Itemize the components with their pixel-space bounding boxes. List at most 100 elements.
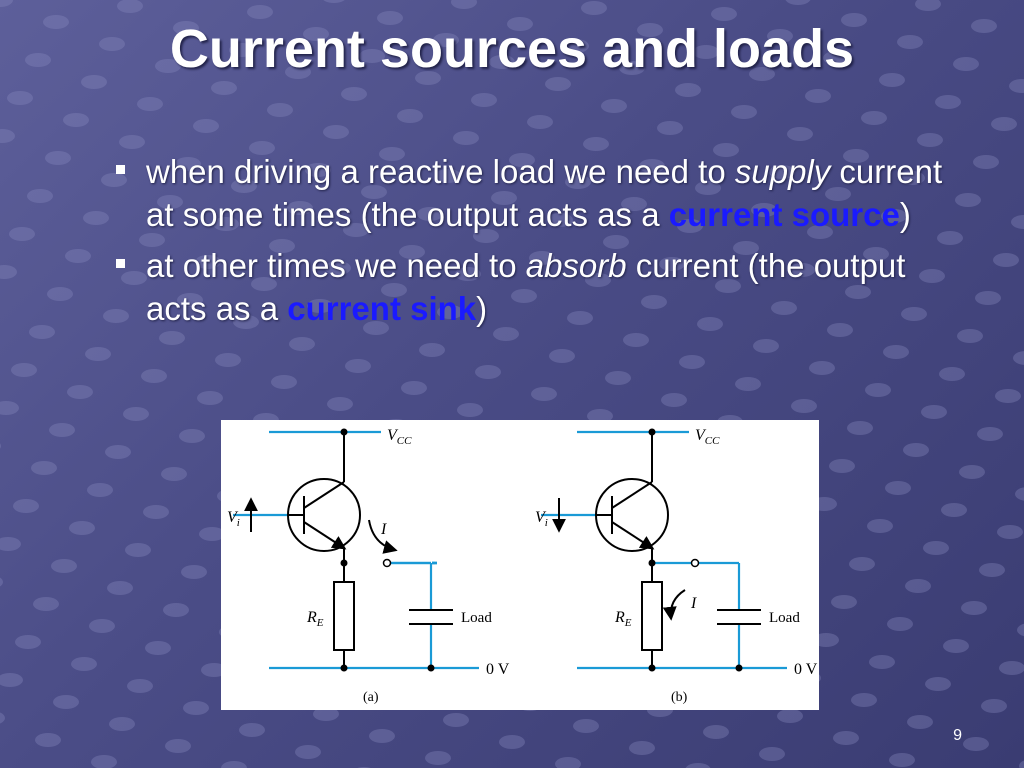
background-dot xyxy=(937,231,963,245)
vcc-label: V xyxy=(695,427,707,444)
background-dot xyxy=(785,0,811,5)
background-dot xyxy=(159,331,185,345)
background-dot xyxy=(507,17,533,31)
background-dot xyxy=(767,29,793,43)
background-dot xyxy=(829,459,855,473)
background-dot xyxy=(549,349,575,363)
background-dot xyxy=(377,11,403,25)
background-dot xyxy=(103,309,129,323)
background-dot xyxy=(0,577,3,587)
background-dot xyxy=(601,99,627,113)
svg-text:RE: RE xyxy=(614,609,632,629)
background-dot xyxy=(787,127,813,141)
background-dot xyxy=(443,713,469,727)
background-dot xyxy=(751,203,777,217)
background-dot xyxy=(101,173,127,187)
background-dot xyxy=(885,481,911,495)
background-dot xyxy=(233,315,259,329)
background-dot xyxy=(65,249,91,263)
background-dot xyxy=(491,191,517,205)
background-dot xyxy=(435,169,461,183)
background-dot xyxy=(807,225,833,239)
background-dot xyxy=(69,521,95,535)
background-dot xyxy=(979,563,1005,577)
re-label: R xyxy=(306,609,317,626)
background-dot xyxy=(851,693,877,707)
background-dot xyxy=(881,209,907,223)
background-dot xyxy=(731,105,757,119)
background-dot xyxy=(921,405,947,419)
background-dot xyxy=(605,371,631,385)
background-dot xyxy=(915,0,941,11)
background-dot xyxy=(883,345,909,359)
background-dot xyxy=(127,679,153,693)
background-dot xyxy=(777,709,803,723)
background-dot xyxy=(499,735,525,749)
background-dot xyxy=(27,189,53,203)
background-dot xyxy=(825,187,851,201)
bullet-text: ) xyxy=(476,290,488,327)
background-dot xyxy=(163,603,189,617)
background-dot xyxy=(661,393,687,407)
background-dot xyxy=(735,377,761,391)
ground-label: 0 V xyxy=(794,661,818,678)
background-dot xyxy=(161,467,187,481)
background-dot xyxy=(545,77,571,91)
background-dot xyxy=(197,391,223,405)
background-dot xyxy=(87,483,113,497)
background-dot xyxy=(105,445,131,459)
background-dot xyxy=(85,347,111,361)
background-dot xyxy=(659,257,685,271)
background-dot xyxy=(1009,79,1024,93)
background-dot xyxy=(639,159,665,173)
bullet-item-supply: when driving a reactive load we need to … xyxy=(112,150,962,236)
background-dot xyxy=(211,81,237,95)
background-dot xyxy=(0,401,19,415)
background-dot xyxy=(641,295,667,309)
background-dot xyxy=(323,125,349,139)
background-dot xyxy=(971,19,997,33)
bullet-text: ) xyxy=(899,196,911,233)
background-dot xyxy=(221,761,247,768)
vi-subscript: i xyxy=(545,517,548,529)
background-dot xyxy=(473,229,499,243)
background-dot xyxy=(753,339,779,353)
page-number: 9 xyxy=(953,727,962,744)
background-dot xyxy=(903,443,929,457)
background-dot xyxy=(343,223,369,237)
background-dot xyxy=(841,13,867,27)
current-label: I xyxy=(380,521,387,538)
background-dot xyxy=(155,59,181,73)
background-dot xyxy=(303,27,329,41)
background-dot xyxy=(603,235,629,249)
background-dot xyxy=(47,287,73,301)
background-dot xyxy=(675,83,701,97)
bullet-item-absorb: at other times we need to absorb current… xyxy=(112,244,962,330)
background-dot xyxy=(585,273,611,287)
background-dot xyxy=(843,149,869,163)
svg-text:Vi: Vi xyxy=(535,509,548,529)
background-dot xyxy=(35,733,61,747)
background-dot xyxy=(125,543,151,557)
bullet-text: at other times we need to xyxy=(146,247,526,284)
background-dot xyxy=(1019,760,1024,768)
background-dot xyxy=(619,61,645,75)
background-dot xyxy=(845,285,871,299)
background-dot xyxy=(475,365,501,379)
background-dot xyxy=(89,619,115,633)
background-dot xyxy=(0,443,1,449)
background-dot xyxy=(905,579,931,593)
background-dot xyxy=(923,541,949,555)
background-dot xyxy=(31,461,57,475)
background-dot xyxy=(957,329,983,343)
background-dot xyxy=(527,115,553,129)
background-dot xyxy=(29,325,55,339)
bullet-text: current at some times (the output acts a… xyxy=(146,153,943,233)
background-dot xyxy=(695,181,721,195)
background-dot xyxy=(451,0,477,9)
background-dot xyxy=(703,725,729,739)
background-dot xyxy=(833,731,859,745)
background-dot xyxy=(289,337,315,351)
background-dot xyxy=(973,155,999,169)
background-dot xyxy=(809,361,835,375)
